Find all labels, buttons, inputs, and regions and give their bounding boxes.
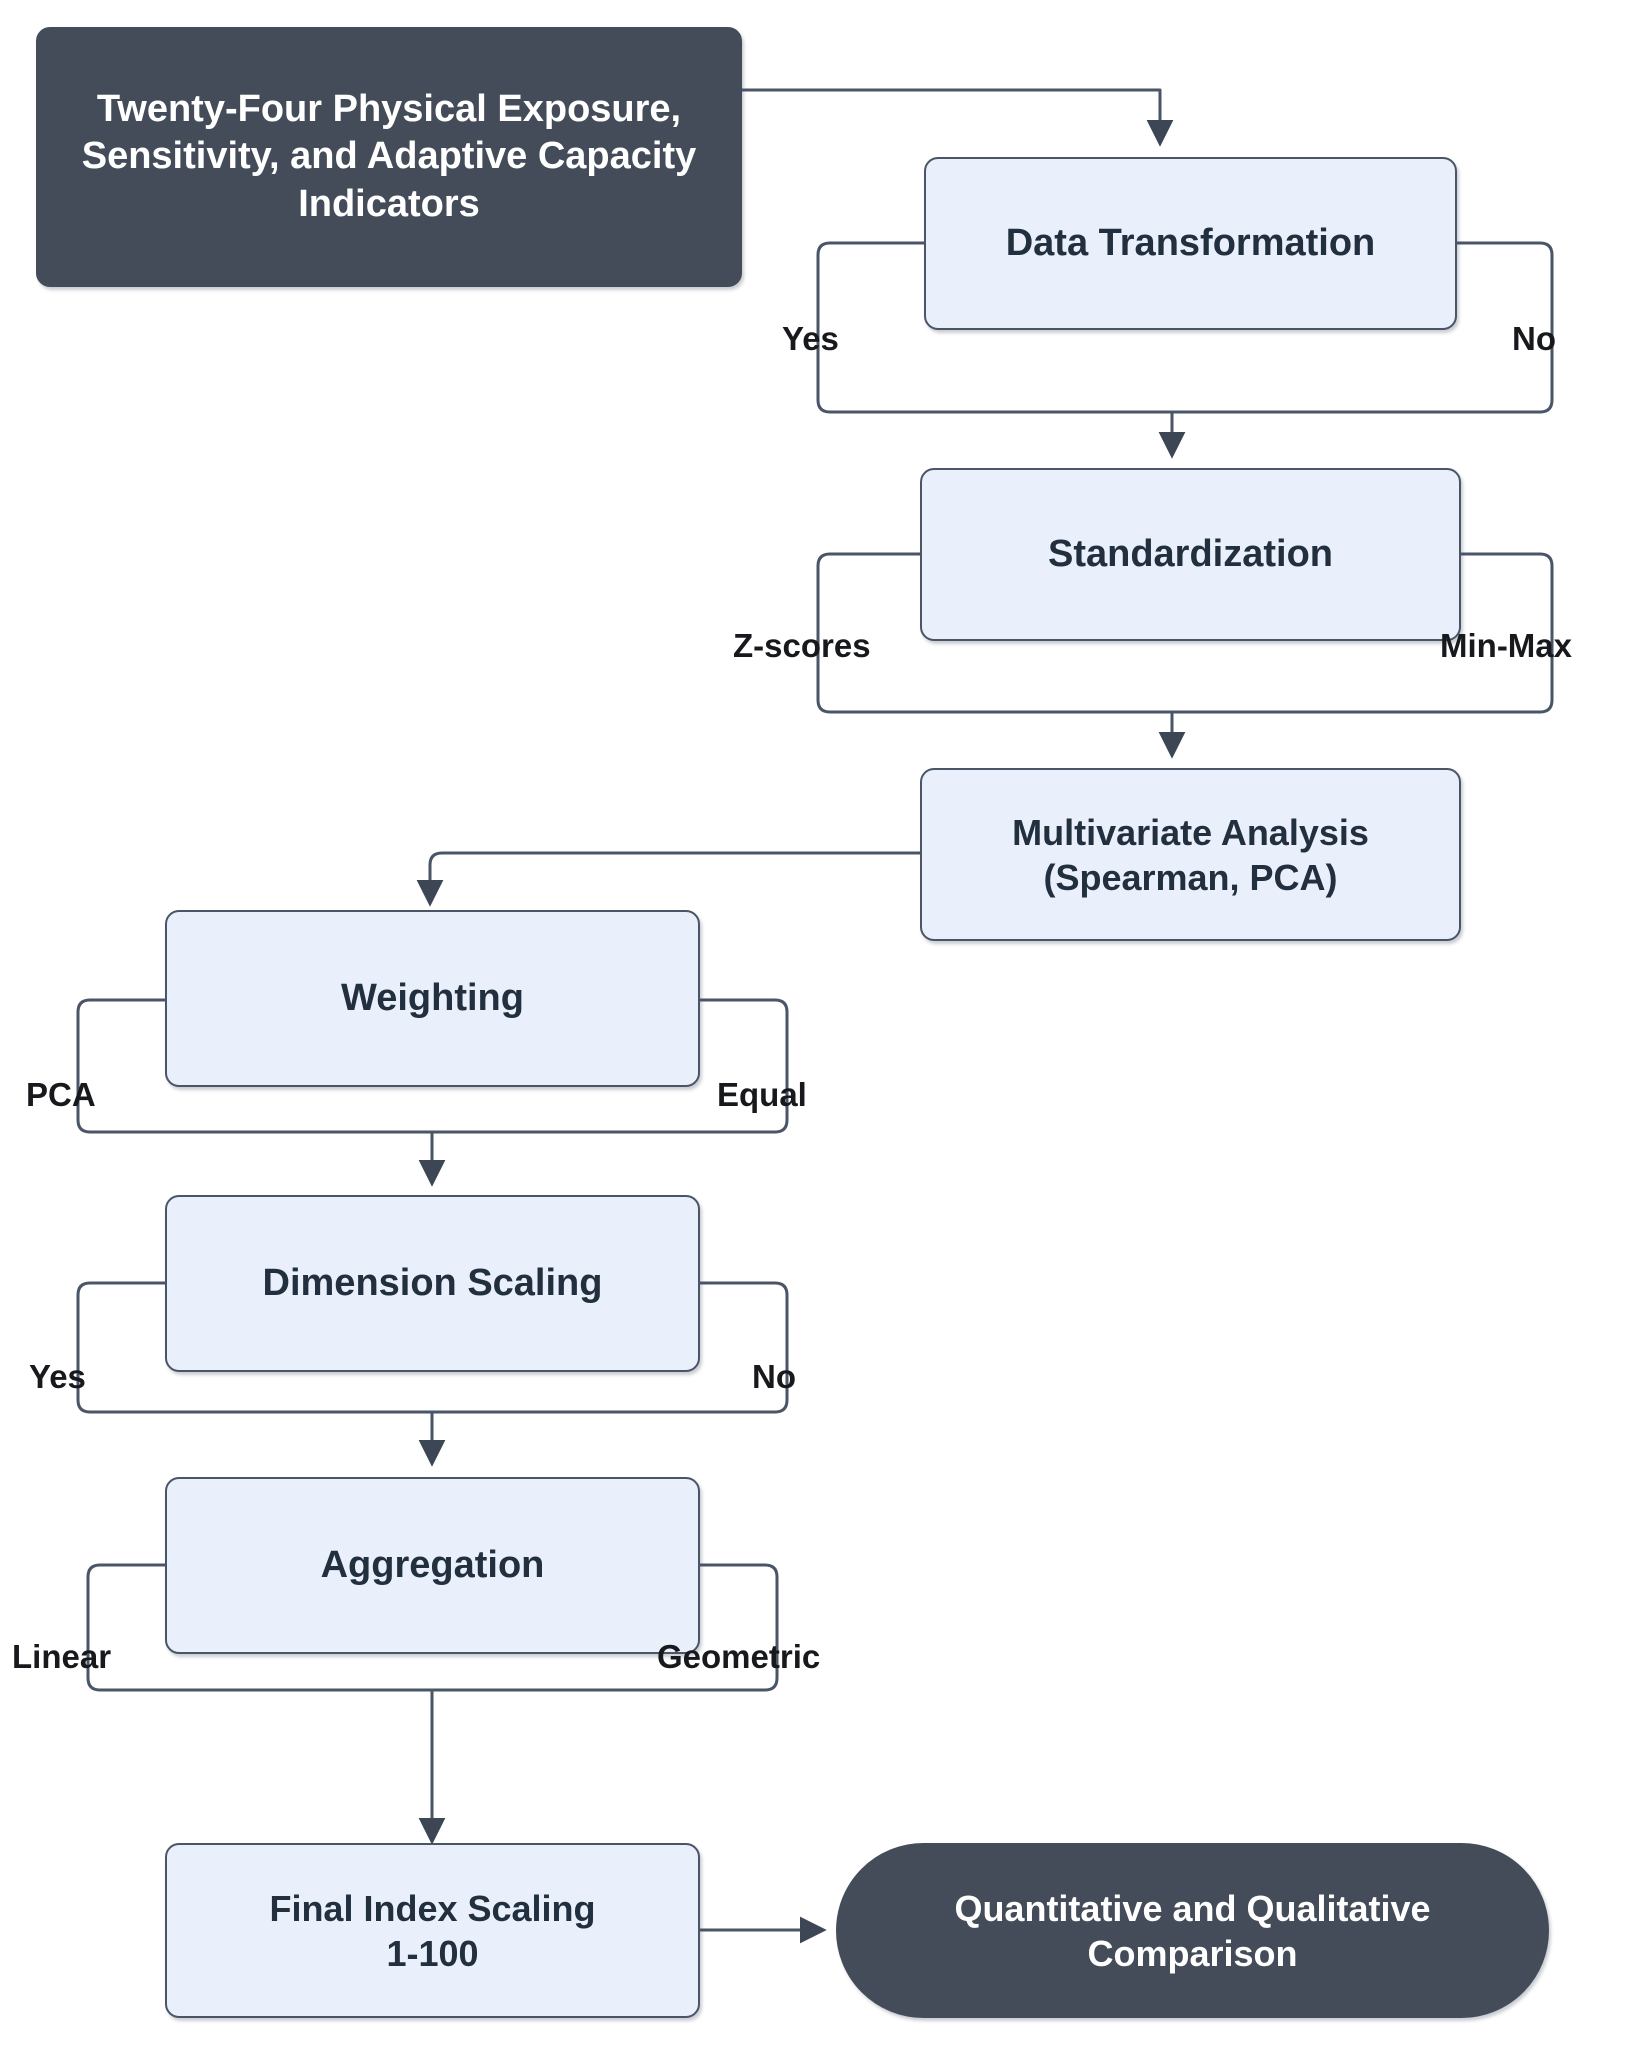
edge-label-transformation-no: No: [1512, 320, 1556, 357]
node-aggregation-label: Aggregation: [320, 1543, 545, 1586]
node-standardization-label: Standardization: [1047, 532, 1334, 575]
node-multivariate-analysis[interactable]: Multivariate Analysis (Spearman, PCA): [920, 768, 1461, 941]
edge-label-weighting-pca: PCA: [26, 1076, 96, 1113]
node-weighting-label: Weighting: [341, 976, 524, 1019]
node-final-index-scaling[interactable]: Final Index Scaling 1-100: [165, 1843, 700, 2018]
edge-standardization-merge: [816, 699, 1554, 714]
edge-aggregation-merge: [86, 1677, 779, 1692]
node-comparison[interactable]: Quantitative and Qualitative Comparison: [836, 1843, 1549, 2018]
node-weighting[interactable]: Weighting: [165, 910, 700, 1087]
node-comparison-label: Quantitative and Qualitative Comparison: [954, 1887, 1431, 1974]
edge-weighting-merge: [76, 1119, 789, 1134]
edge-label-standardization-minmax: Min-Max: [1440, 627, 1572, 664]
node-indicators[interactable]: Twenty-Four Physical Exposure, Sensitivi…: [36, 27, 742, 287]
edge-dimension-merge: [76, 1399, 789, 1414]
node-data-transformation[interactable]: Data Transformation: [924, 157, 1457, 330]
edge-label-weighting-equal: Equal: [717, 1076, 807, 1113]
edge-transformation-merge: [816, 399, 1554, 414]
edge-label-aggregation-linear: Linear: [12, 1638, 112, 1675]
node-aggregation[interactable]: Aggregation: [165, 1477, 700, 1654]
edge-label-aggregation-geometric: Geometric: [657, 1638, 821, 1675]
node-standardization[interactable]: Standardization: [920, 468, 1461, 641]
node-final-index-scaling-label: Final Index Scaling 1-100: [269, 1887, 596, 1974]
node-dimension-scaling[interactable]: Dimension Scaling: [165, 1195, 700, 1372]
edge-dimension-yes: [76, 1281, 165, 1400]
edge-label-dimension-yes: Yes: [29, 1358, 86, 1395]
node-dimension-scaling-label: Dimension Scaling: [262, 1261, 603, 1304]
node-indicators-label: Twenty-Four Physical Exposure, Sensitivi…: [81, 87, 697, 225]
node-data-transformation-label: Data Transformation: [1005, 221, 1376, 264]
edge-indicators-to-transformation: [742, 88, 1174, 147]
edge-label-transformation-yes: Yes: [782, 320, 839, 357]
edge-label-dimension-no: No: [752, 1358, 796, 1395]
node-multivariate-analysis-label: Multivariate Analysis (Spearman, PCA): [1012, 811, 1369, 898]
edge-label-standardization-zscores: Z-scores: [733, 627, 871, 664]
edge-multivariate-to-weighting: [416, 851, 920, 907]
